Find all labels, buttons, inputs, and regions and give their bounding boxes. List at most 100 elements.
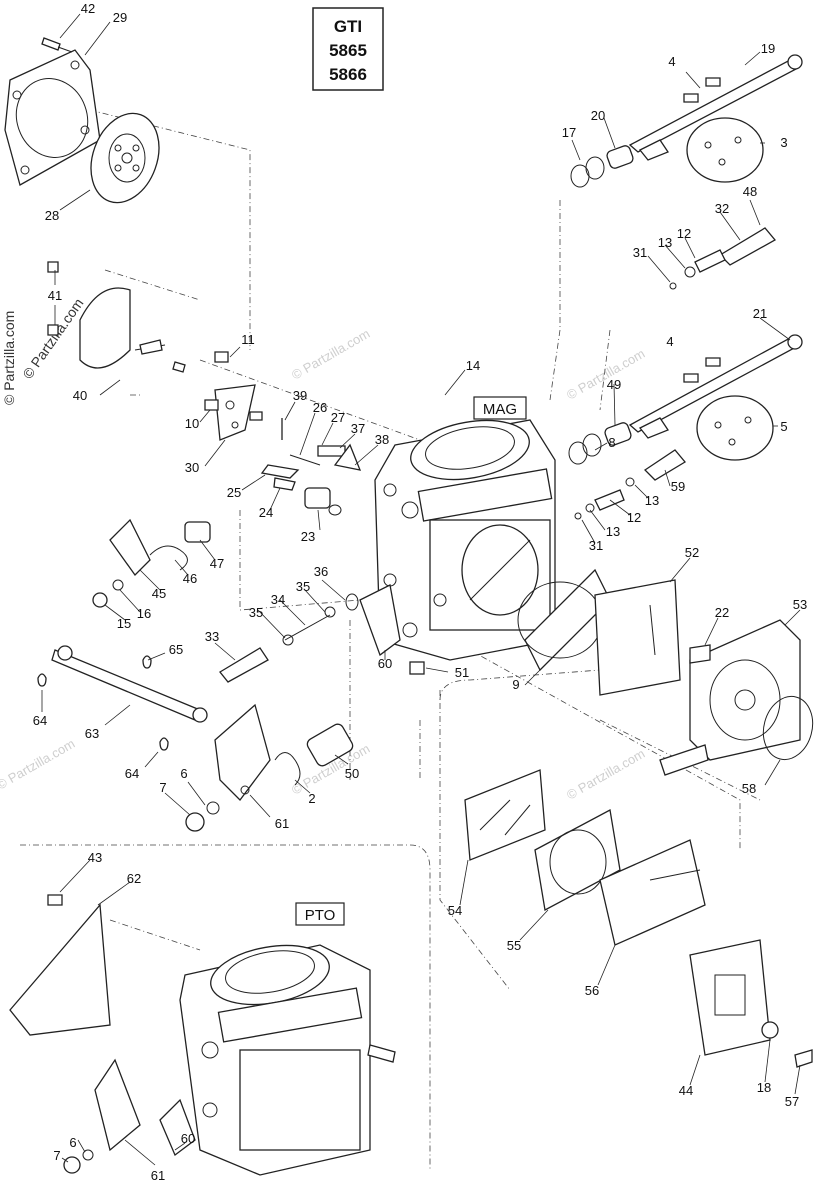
callout: 59 bbox=[671, 479, 685, 494]
model-line-2: 5865 bbox=[329, 41, 367, 60]
gasket-54 bbox=[464, 769, 546, 861]
screw-42 bbox=[41, 37, 73, 53]
spring-2-bushing-50 bbox=[274, 723, 354, 786]
callout: 42 bbox=[81, 1, 95, 16]
callout: 60 bbox=[181, 1131, 195, 1146]
callout: 54 bbox=[448, 903, 462, 918]
model-box: GTI 5865 5866 bbox=[312, 7, 384, 91]
mag-label: MAG bbox=[483, 401, 517, 418]
callout: 14 bbox=[466, 358, 480, 373]
callout: 13 bbox=[606, 524, 620, 539]
callout: 12 bbox=[677, 226, 691, 241]
callout: 29 bbox=[113, 10, 127, 25]
callout: 5 bbox=[780, 419, 787, 434]
callout: 40 bbox=[73, 388, 87, 403]
cable-63 bbox=[37, 645, 208, 751]
callout: 21 bbox=[753, 306, 767, 321]
screw-48-spring-12 bbox=[669, 227, 777, 290]
callout: 61 bbox=[151, 1168, 165, 1183]
callout: 45 bbox=[152, 586, 166, 601]
callout: 64 bbox=[125, 766, 139, 781]
pto-label: PTO bbox=[305, 907, 336, 924]
bushing-20-seals-17 bbox=[570, 145, 634, 188]
callout: 53 bbox=[793, 597, 807, 612]
plate-56 bbox=[599, 839, 706, 946]
callout: 18 bbox=[757, 1080, 771, 1095]
callout: 20 bbox=[591, 108, 605, 123]
carburetor-mag-body bbox=[374, 419, 556, 661]
screw-59-spring-12 bbox=[574, 449, 686, 520]
gasket-9-52 bbox=[517, 568, 681, 696]
callout: 35 bbox=[249, 605, 263, 620]
callout: 38 bbox=[375, 432, 389, 447]
callout: 41 bbox=[48, 288, 62, 303]
watermark-text: © Partzilla.com bbox=[1, 311, 17, 405]
callout: 26 bbox=[313, 400, 327, 415]
callout: 6 bbox=[69, 1135, 76, 1150]
watermark-text: © Partzilla.com bbox=[19, 295, 86, 381]
callout: 17 bbox=[562, 125, 576, 140]
callout: 36 bbox=[314, 564, 328, 579]
callout: 7 bbox=[53, 1148, 60, 1163]
callout-labels: 42 29 28 41 40 11 10 30 39 26 27 37 38 2… bbox=[33, 1, 807, 1183]
callout: 11 bbox=[241, 332, 255, 347]
callout: 60 bbox=[378, 656, 392, 671]
watermark-text: © Partzilla.com bbox=[564, 746, 647, 803]
bracket-44 bbox=[689, 939, 813, 1068]
lever-61-washer-6 bbox=[185, 703, 271, 832]
gasket-55 bbox=[534, 809, 621, 911]
callout: 6 bbox=[180, 766, 187, 781]
callout: 31 bbox=[633, 245, 647, 260]
diaphragm bbox=[90, 112, 160, 204]
callout: 10 bbox=[185, 416, 199, 431]
pto-bracket-62 bbox=[9, 894, 111, 1036]
callout: 33 bbox=[205, 629, 219, 644]
callout: 22 bbox=[715, 605, 729, 620]
callout: 19 bbox=[761, 41, 775, 56]
callout: 16 bbox=[137, 606, 151, 621]
callout: 56 bbox=[585, 983, 599, 998]
callout: 50 bbox=[345, 766, 359, 781]
bracket-30 bbox=[204, 351, 263, 441]
callout: 28 bbox=[45, 208, 59, 223]
callout: 13 bbox=[658, 235, 672, 250]
carburetor-pto-body bbox=[179, 944, 396, 1176]
callout: 25 bbox=[227, 485, 241, 500]
model-line-1: GTI bbox=[334, 17, 362, 36]
callout: 48 bbox=[743, 184, 757, 199]
callout: 39 bbox=[293, 388, 307, 403]
callout: 23 bbox=[301, 529, 315, 544]
callout: 51 bbox=[455, 665, 469, 680]
pto-lever-61-choke-60 bbox=[63, 1058, 196, 1174]
callout: 46 bbox=[183, 571, 197, 586]
choke-60-clip-51 bbox=[359, 584, 425, 675]
callout: 65 bbox=[169, 642, 183, 657]
callout: 15 bbox=[117, 616, 131, 631]
callout: 52 bbox=[685, 545, 699, 560]
callout: 49 bbox=[607, 377, 621, 392]
callout: 35 bbox=[296, 579, 310, 594]
callout: 30 bbox=[185, 460, 199, 475]
pto-label-box: PTO bbox=[295, 902, 345, 926]
callout: 47 bbox=[210, 556, 224, 571]
callout: 44 bbox=[679, 1083, 693, 1098]
leader-lines bbox=[41, 13, 801, 1166]
callout: 24 bbox=[259, 505, 273, 520]
callout: 37 bbox=[351, 421, 365, 436]
cover-40 bbox=[47, 261, 186, 373]
throttle-shaft-21 bbox=[628, 334, 803, 461]
needle-assembly bbox=[260, 418, 362, 516]
model-line-3: 5866 bbox=[329, 65, 367, 84]
throttle-shaft-19 bbox=[628, 54, 803, 183]
bushing-49-seals-8 bbox=[568, 422, 632, 465]
callout: 2 bbox=[308, 791, 315, 806]
callout: 58 bbox=[742, 781, 756, 796]
fuel-pump-53 bbox=[659, 619, 814, 776]
callout: 27 bbox=[331, 410, 345, 425]
mag-label-box: MAG bbox=[473, 396, 527, 420]
lever-45-spring-46 bbox=[92, 518, 211, 608]
pump-cover bbox=[4, 49, 101, 186]
callout: 62 bbox=[127, 871, 141, 886]
callout: 8 bbox=[608, 435, 615, 450]
